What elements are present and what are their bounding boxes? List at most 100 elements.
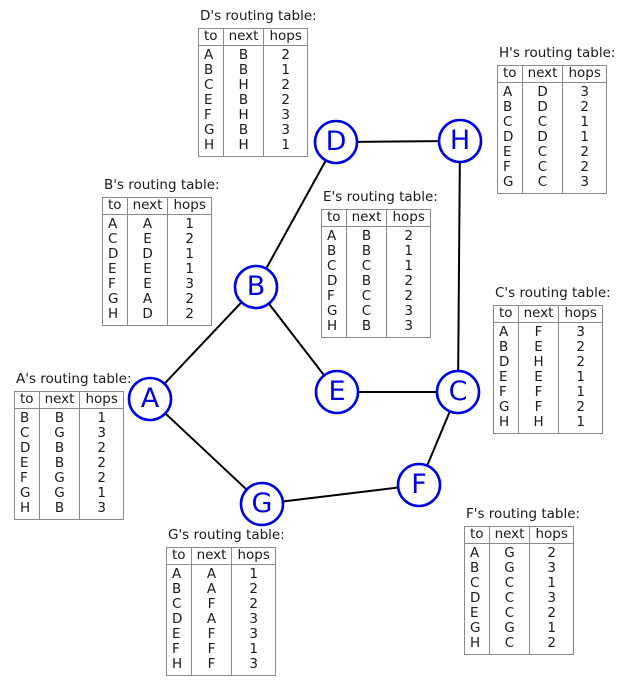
column-header-to: to <box>198 28 224 46</box>
edge-d-b <box>265 160 327 269</box>
cell-to: E <box>102 262 128 277</box>
cell-hops: 2 <box>576 353 585 370</box>
cell-hops: 2 <box>576 398 585 415</box>
cell-next: G <box>39 486 81 501</box>
edge-h-c <box>457 162 461 371</box>
column-header-hops: hops <box>79 391 124 409</box>
cell-to: E <box>493 370 519 385</box>
cell-to: A <box>198 45 224 63</box>
cell-hops: 2 <box>97 454 106 471</box>
cell-next: C <box>522 145 564 160</box>
cell-next: F <box>191 627 233 642</box>
cell-to: B <box>321 244 347 259</box>
cell-next: E <box>127 277 169 292</box>
cell-to: F <box>166 642 192 657</box>
node-e[interactable] <box>314 369 360 415</box>
column-header-next: next <box>39 391 81 409</box>
routing-table-title-d: D's routing table: <box>200 8 317 24</box>
cell-to: E <box>464 606 490 621</box>
cell-next: H <box>223 137 265 157</box>
column-header-to: to <box>14 391 40 409</box>
cell-next: A <box>191 612 233 627</box>
cell-to: D <box>102 247 128 262</box>
cell-to: H <box>198 137 224 157</box>
cell-next: G <box>489 543 531 561</box>
cell-next: B <box>39 500 81 520</box>
column-header-hops: hops <box>386 209 431 227</box>
cell-next: B <box>39 441 81 456</box>
node-d[interactable] <box>313 119 359 165</box>
cell-hops: 2 <box>580 143 589 160</box>
cell-next: D <box>522 100 564 115</box>
cell-next: D <box>522 82 564 100</box>
cell-to: D <box>14 441 40 456</box>
cell-next: D <box>127 306 169 326</box>
cell-to: B <box>14 408 40 426</box>
cell-next: E <box>518 340 560 355</box>
node-b[interactable] <box>233 264 279 310</box>
cell-to: G <box>493 400 519 415</box>
node-label-g: G <box>251 488 273 519</box>
node-a[interactable] <box>127 376 173 422</box>
cell-next: B <box>223 123 265 138</box>
edge-d-h <box>357 140 439 143</box>
column-header-next: next <box>489 526 531 544</box>
cell-hops: 1 <box>404 257 413 274</box>
cell-to: D <box>497 130 523 145</box>
cell-hops: 1 <box>97 409 106 426</box>
cell-to: H <box>14 500 40 520</box>
cell-to: B <box>497 100 523 115</box>
cell-next: B <box>39 408 81 426</box>
node-c[interactable] <box>435 369 481 415</box>
cell-hops: 3 <box>580 173 589 190</box>
cell-next: H <box>518 355 560 370</box>
cell-hops: 2 <box>249 580 258 597</box>
cell-hops: 2 <box>281 46 290 63</box>
edge-a-g <box>165 413 247 490</box>
cell-hops: 3 <box>281 121 290 138</box>
node-g[interactable] <box>239 481 285 527</box>
cell-next: C <box>489 591 531 606</box>
cell-hops: 3 <box>547 589 556 606</box>
node-f[interactable] <box>396 462 442 508</box>
routing-table-title-a: A's routing table: <box>16 371 132 387</box>
cell-hops: 2 <box>185 230 194 247</box>
cell-hops: 1 <box>576 413 585 430</box>
node-h[interactable] <box>437 118 483 164</box>
cell-to: C <box>464 576 490 591</box>
cell-next: D <box>127 247 169 262</box>
routing-table-title-c: C's routing table: <box>495 285 611 301</box>
column-header-next: next <box>518 305 560 323</box>
routing-table-title-g: G's routing table: <box>168 527 285 543</box>
column-header-next: next <box>223 28 265 46</box>
cell-to: B <box>464 561 490 576</box>
cell-hops: 2 <box>547 634 556 651</box>
cell-to: G <box>497 174 523 194</box>
